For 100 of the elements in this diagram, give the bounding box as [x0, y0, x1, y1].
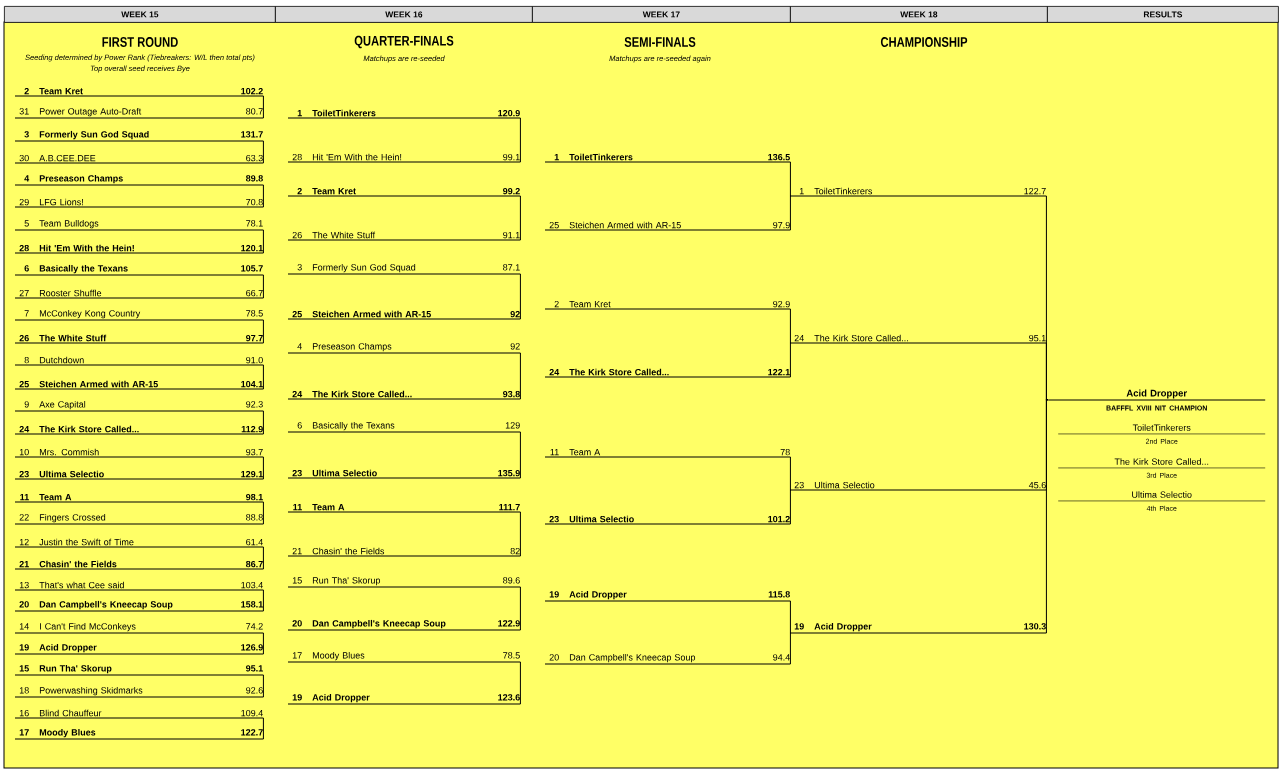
bracket-line — [789, 308, 791, 344]
bracket-slot: 2 Team Kret 102.2 — [14, 87, 264, 97]
bracket-slot: 28 Hit 'Em With the Hein! 120.1 — [14, 244, 264, 254]
column-header: RESULTS — [1047, 6, 1279, 23]
bracket-slot: 31 Power Outage Auto-Draft 80.7 — [14, 107, 264, 119]
bracket-line — [519, 117, 521, 163]
bracket-line — [262, 717, 264, 740]
bracket-line — [262, 546, 264, 570]
bracket-slot: 21 Chasin' the Fields 86.7 — [14, 560, 264, 570]
bracket-slot: 3 Formerly Sun God Squad 87.1 — [287, 263, 521, 275]
bracket-slot: 18 Powerwashing Skidmarks 92.6 — [14, 686, 264, 698]
bracket-slot: 16 Blind Chauffeur 109.4 — [14, 709, 264, 719]
bracket-line — [519, 273, 521, 320]
bracket-slot: 19 Acid Dropper 126.9 — [14, 643, 264, 655]
bracket-slot: 9 Axe Capital 92.3 — [14, 400, 264, 412]
bracket-line — [519, 352, 521, 400]
bracket-slot: 30 A.B.CEE.DEE 63.3 — [14, 154, 264, 164]
bracket-line — [262, 95, 264, 119]
bracket-slot: 24 The Kirk Store Called... 112.9 — [14, 425, 264, 435]
bracket-slot: 20 Dan Campbell's Kneecap Soup 94.4 — [544, 653, 791, 665]
bracket-slot: 24 The Kirk Store Called... 95.1 — [789, 334, 1047, 344]
bracket-slot: 25 Steichen Armed with AR-15 104.1 — [14, 380, 264, 390]
column-header: WEEK 15 — [4, 6, 276, 23]
bracket-line — [262, 319, 264, 344]
bracket-slot: 8 Dutchdown 91.0 — [14, 356, 264, 366]
bracket-line — [519, 431, 521, 479]
bracket-slot: 19 Acid Dropper 130.3 — [789, 622, 1047, 634]
bracket-slot: 25 Steichen Armed with AR-15 92 — [287, 310, 521, 320]
bracket-slot: 20 Dan Campbell's Kneecap Soup 122.9 — [287, 619, 521, 631]
bracket-slot: 23 Ultima Selectio 129.1 — [14, 470, 264, 480]
bracket-slot: 10 Mrs. Commish 93.7 — [14, 448, 264, 458]
column-header: WEEK 17 — [532, 6, 791, 23]
bracket-slot: 23 Ultima Selectio 101.2 — [544, 515, 791, 525]
bracket-line — [789, 632, 791, 665]
bracket-line — [262, 674, 264, 698]
bracket-slot: 4 Preseason Champs 92 — [287, 342, 521, 354]
bracket-slot: 26 The White Stuff 97.7 — [14, 334, 264, 344]
bracket-slot: 27 Rooster Shuffle 66.7 — [14, 289, 264, 299]
bracket-slot: 11 Team A 78 — [544, 448, 791, 458]
bracket-line — [789, 456, 791, 491]
bracket-slot: 20 Dan Campbell's Kneecap Soup 158.1 — [14, 600, 264, 612]
bracket-line — [1045, 342, 1049, 401]
column-header: WEEK 18 — [790, 6, 1048, 23]
bracket-slot: 17 Moody Blues 78.5 — [287, 651, 521, 663]
bracket-line — [262, 589, 264, 612]
bracket-slot: 26 The White Stuff 91.1 — [287, 231, 521, 241]
bracket-slot: 6 Basically the Texans 105.7 — [14, 264, 264, 276]
bracket-line — [519, 586, 521, 631]
bracket-line — [262, 410, 264, 435]
bracket-slot: 2 Team Kret 99.2 — [287, 187, 521, 197]
bracket-slot: 11 Team A 98.1 — [14, 493, 264, 503]
bracket-slot: 29 LFG Lions! 70.8 — [14, 198, 264, 208]
bracket-line — [262, 632, 264, 655]
bracket-line — [789, 342, 791, 378]
bracket-line — [789, 489, 791, 525]
bracket-slot: 4 Preseason Champs 89.8 — [14, 174, 264, 186]
bracket-line — [262, 364, 264, 390]
bracket-line — [262, 184, 264, 208]
round-title: CHAMPIONSHIP — [880, 37, 968, 47]
bracket-slot: 25 Steichen Armed with AR-15 97.9 — [544, 221, 791, 231]
bracket-slot: 28 Hit 'Em With the Hein! 99.1 — [287, 153, 521, 163]
bracket-slot: 21 Chasin' the Fields 82 — [287, 547, 521, 557]
bracket-slot: 15 Run Tha' Skorup 95.1 — [14, 664, 264, 676]
bracket-slot: 17 Moody Blues 122.7 — [14, 728, 264, 740]
bracket-line — [519, 511, 521, 557]
bracket-slot: 7 McConkey Kong Country 78.5 — [14, 309, 264, 321]
bracket-slot: 6 Basically the Texans 129 — [287, 421, 521, 433]
bracket-slot: 2 Team Kret 92.9 — [544, 300, 791, 310]
bracket-slot: 24 The Kirk Store Called... 122.1 — [544, 368, 791, 378]
bracket-slot: 14 I Can't Find McConkeys 74.2 — [14, 622, 264, 634]
bracket-line — [262, 501, 264, 525]
bracket-slot: 22 Fingers Crossed 88.8 — [14, 513, 264, 525]
bracket-slot: 1 ToiletTinkerers 122.7 — [789, 187, 1047, 197]
bracket-slot: 19 Acid Dropper 123.6 — [287, 693, 521, 705]
bracket-slot: 24 The Kirk Store Called... 93.8 — [287, 390, 521, 400]
bracket-slot: 13 That's what Cee said 103.4 — [14, 581, 264, 591]
round-title: QUARTER-FINALS — [354, 35, 454, 49]
bracket-line — [262, 274, 264, 299]
bracket-line — [519, 661, 521, 705]
bracket-line — [262, 229, 264, 254]
column-header: WEEK 16 — [275, 6, 533, 23]
bracket-line — [262, 140, 264, 164]
bracket-line — [789, 195, 791, 231]
bracket-slot: 3 Formerly Sun God Squad 131.7 — [14, 130, 264, 142]
bracket-line — [789, 161, 791, 197]
bracket-slot: 19 Acid Dropper 115.8 — [544, 590, 791, 602]
bracket-line — [1045, 399, 1049, 634]
bracket-slot: 1 ToiletTinkerers 136.5 — [544, 153, 791, 163]
round-title: SEMI-FINALS — [624, 37, 696, 47]
bracket-slot: 1 ToiletTinkerers 120.9 — [287, 109, 521, 119]
bracket-slot: 12 Justin the Swift of Time 61.4 — [14, 538, 264, 548]
bracket-line — [262, 456, 264, 480]
bracket-slot: 23 Ultima Selectio 45.6 — [789, 481, 1047, 491]
bracket-slot: 5 Team Bulldogs 78.1 — [14, 219, 264, 231]
bracket-slot: 11 Team A 111.7 — [287, 504, 521, 513]
bracket-slot: 23 Ultima Selectio 135.9 — [287, 469, 521, 479]
bracket-line — [789, 600, 791, 634]
bracket-slot: 15 Run Tha' Skorup 89.6 — [287, 576, 521, 588]
bracket-line — [519, 195, 521, 241]
round-title: FIRST ROUND — [102, 37, 178, 47]
